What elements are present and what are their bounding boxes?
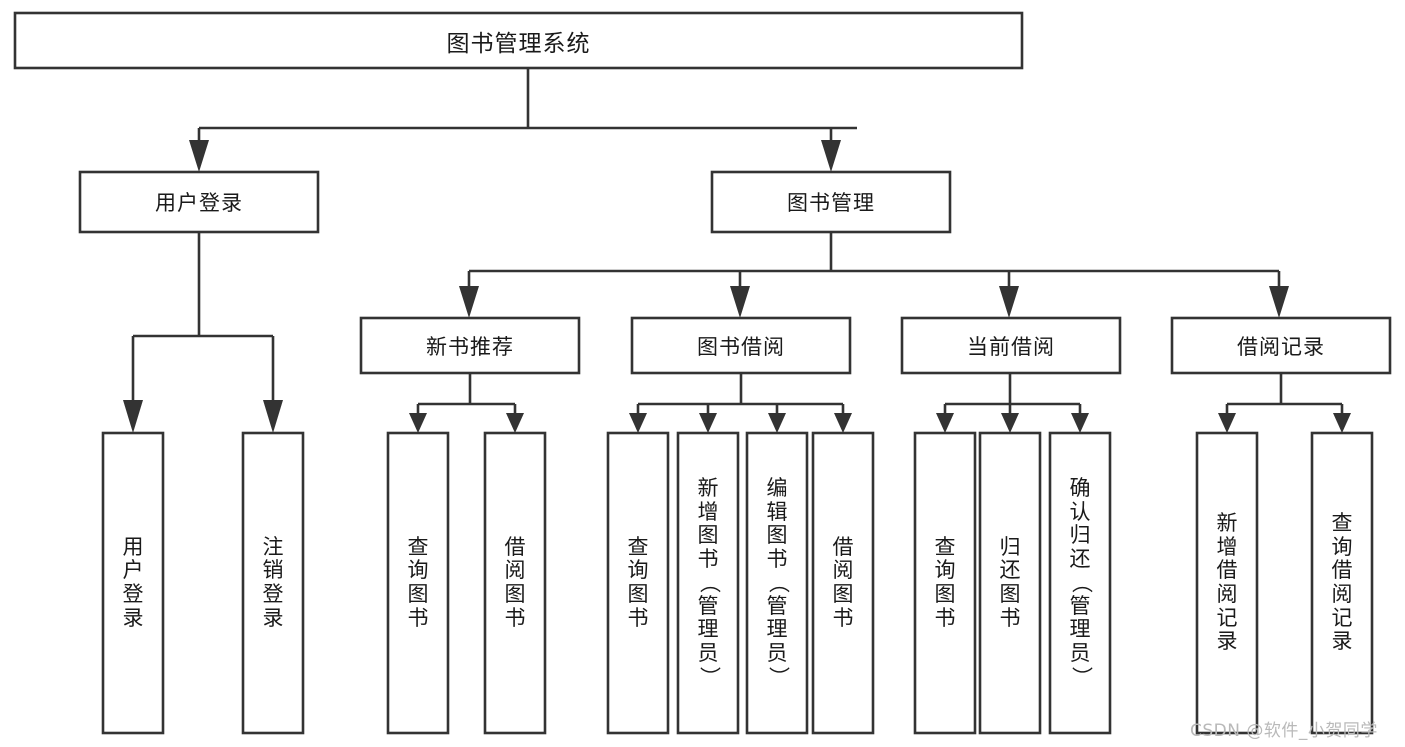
connector-user-login-to-leaves: [123, 232, 283, 433]
arrow-head-icon: [1333, 413, 1351, 433]
node-box-leaf-confirm-return-admin[interactable]: [1048, 431, 1112, 735]
node-box-leaf-add-borrow-record[interactable]: [1195, 431, 1259, 735]
node-box-book-management[interactable]: [710, 170, 952, 234]
node-box-current-borrow[interactable]: [900, 316, 1122, 375]
arrow-head-icon: [506, 413, 524, 433]
node-box-user-login[interactable]: [78, 170, 320, 234]
arrow-head-icon: [629, 413, 647, 433]
arrow-head-icon: [459, 286, 479, 318]
node-box-leaf-borrow-book[interactable]: [811, 431, 875, 735]
arrow-head-icon: [699, 413, 717, 433]
connector-new-book-recommend-to-leaves: [409, 373, 524, 433]
node-box-leaf-query-book-rec[interactable]: [386, 431, 450, 735]
node-box-leaf-user-login[interactable]: [101, 431, 165, 735]
node-box-book-borrow[interactable]: [630, 316, 852, 375]
csdn-watermark: CSDN @软件_小贺同学: [1190, 721, 1378, 741]
arrow-head-icon: [768, 413, 786, 433]
node-box-leaf-logout[interactable]: [241, 431, 305, 735]
node-box-leaf-return-book[interactable]: [978, 431, 1042, 735]
arrow-head-icon: [1269, 286, 1289, 318]
arrow-head-icon: [1071, 413, 1089, 433]
arrow-head-icon: [730, 286, 750, 318]
node-box-leaf-query-book-borrow[interactable]: [606, 431, 670, 735]
node-box-leaf-borrow-book-rec[interactable]: [483, 431, 547, 735]
connector-book-management-to-level3: [459, 232, 1289, 318]
arrow-head-icon: [189, 140, 209, 172]
node-box-leaf-edit-book-admin[interactable]: [745, 431, 809, 735]
arrow-head-icon: [999, 286, 1019, 318]
node-box-leaf-query-borrow-record[interactable]: [1310, 431, 1374, 735]
arrow-head-icon: [821, 140, 841, 172]
node-box-leaf-add-book-admin[interactable]: [676, 431, 740, 735]
connector-borrow-record-to-leaves: [1218, 373, 1351, 433]
connector-current-borrow-to-leaves: [936, 373, 1089, 433]
arrow-head-icon: [263, 400, 283, 433]
node-box-new-book-recommend[interactable]: [359, 316, 581, 375]
arrow-head-icon: [123, 400, 143, 433]
arrow-head-icon: [409, 413, 427, 433]
arrow-head-icon: [834, 413, 852, 433]
connector-book-borrow-to-leaves: [629, 373, 852, 433]
arrow-head-icon: [1001, 413, 1019, 433]
arrow-head-icon: [936, 413, 954, 433]
connector-root-to-level2: [189, 68, 857, 172]
node-box-leaf-query-book-current[interactable]: [913, 431, 977, 735]
node-box-root[interactable]: [13, 11, 1024, 70]
node-box-borrow-record[interactable]: [1170, 316, 1392, 375]
arrow-head-icon: [1218, 413, 1236, 433]
